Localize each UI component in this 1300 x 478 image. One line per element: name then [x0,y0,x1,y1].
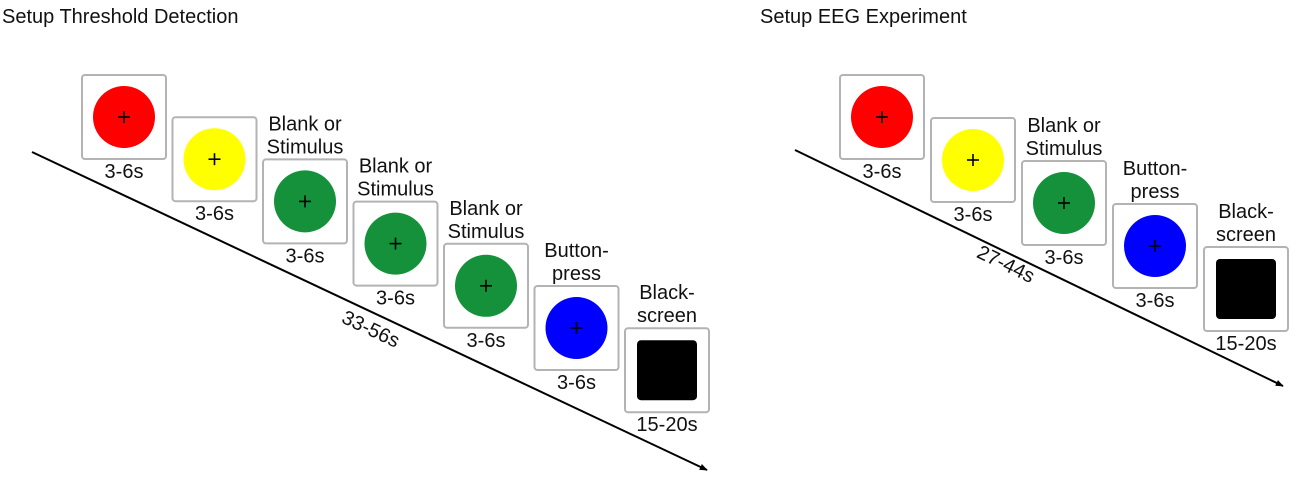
step-duration: 15-20s [1215,333,1276,355]
trial-step: 3-6s Button-press [1112,158,1198,312]
step-duration: 3-6s [195,203,234,225]
fixation-cross-icon [570,322,583,334]
step-label: screen [637,305,697,327]
step-label: Black- [639,282,695,304]
step-duration: 3-6s [1136,290,1175,312]
trial-step: 15-20s Black-screen [624,282,710,436]
total-duration: 33-56s [338,307,403,353]
fixation-cross-icon [967,154,979,166]
step-label: screen [1216,224,1276,246]
fixation-cross-icon [480,279,492,292]
fixation-cross-icon [1058,197,1070,209]
trial-step: 3-6s [81,74,167,183]
timeline-arrow [31,151,708,471]
panel-eeg-experiment: Setup EEG Experiment 27-44s 3-6s3-6s3-6s… [760,6,1289,387]
step-duration: 3-6s [557,372,596,394]
black-screen-square [1216,259,1276,319]
step-duration: 3-6s [954,204,993,226]
step-label: Stimulus [1026,138,1103,160]
step-duration: 3-6s [863,161,902,183]
step-label: Button- [544,240,608,262]
fixation-cross-icon [1149,240,1161,252]
trial-step: 15-20s Black-screen [1203,201,1289,355]
step-label: Blank or [1027,115,1101,137]
step-label: Black- [1218,201,1274,223]
panel-title: Setup Threshold Detection [2,6,238,28]
fixation-cross-icon [299,195,311,208]
fixation-cross-icon [876,111,888,123]
step-duration: 3-6s [286,245,325,267]
trial-step: 3-6s [930,117,1016,226]
step-label: press [552,263,601,285]
step-duration: 3-6s [105,161,144,183]
trial-step: 3-6s Button-press [533,240,620,394]
fixation-cross-icon [118,111,130,123]
timeline-arrow [794,149,1284,387]
step-label: Stimulus [448,221,525,243]
step-duration: 15-20s [636,414,697,436]
step-label: press [1131,181,1180,203]
fixation-cross-icon [208,153,221,166]
step-duration: 3-6s [1045,247,1084,269]
step-label: Blank or [449,198,523,220]
trial-step: 3-6s [171,116,258,225]
black-screen-square [637,340,697,401]
step-duration: 3-6s [376,288,415,310]
panel-threshold-detection: Setup Threshold Detection 33-56s 3-6s3-6… [2,6,710,471]
step-duration: 3-6s [467,330,506,352]
step-label: Blank or [359,156,433,178]
trial-step: 3-6s [839,74,925,183]
step-label: Button- [1123,158,1187,180]
step-label: Stimulus [357,179,434,201]
step-label: Blank or [268,113,342,135]
fixation-cross-icon [389,237,402,250]
panel-title: Setup EEG Experiment [760,6,967,28]
total-duration: 27-44s [973,241,1038,287]
step-label: Stimulus [267,136,344,158]
